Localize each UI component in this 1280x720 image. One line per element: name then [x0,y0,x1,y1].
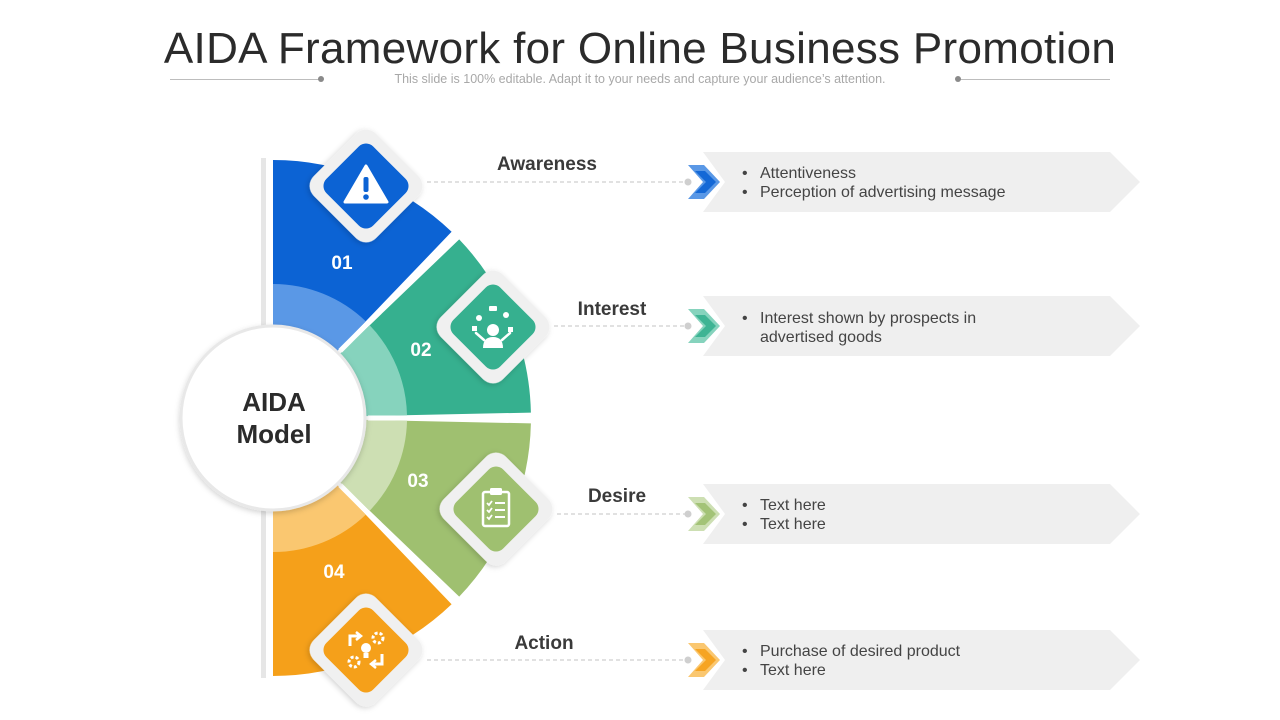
stage-4-number: 04 [323,562,345,583]
title-decor-dot-right [955,76,961,82]
stage-4-connector-dot [684,656,692,664]
segment-separator-3 [338,483,461,606]
stage-4-badge [309,593,423,707]
stage-3-segment-inner [339,419,407,511]
stage-1-badge [309,129,423,243]
stage-4-label: Action [514,633,574,654]
stage-4-bullets: Purchase of desired product Text here [742,642,960,680]
stage-2-chevron-inner [695,315,716,337]
stage-4-bullet: Purchase of desired product [742,642,960,661]
stage-3-bullets: Text here Text here [742,496,826,534]
stage-2-chevron-outer [688,309,720,343]
stage-1-bullets: Attentiveness Perception of advertising … [742,164,1005,202]
stage-4-segment-inner [273,484,366,552]
stage-1-connector-dot [684,178,692,186]
stage-3-connector-dot [684,510,692,518]
stage-1-bullet: Perception of advertising message [742,183,1005,202]
stage-1-bullet: Attentiveness [742,164,1005,183]
stage-2-bullets: Interest shown by prospects in advertise… [742,309,1002,347]
stage-1-label: Awareness [497,154,597,175]
stage-3-label: Desire [587,486,647,507]
title-decor-line-left [170,79,322,80]
stage-3-chevron-outer [688,497,720,531]
stage-3-badge [439,452,553,566]
warning-icon [343,164,389,204]
page-title: AIDA Framework for Online Business Promo… [163,24,1117,73]
stage-1-segment-inner [273,284,366,352]
process-gears-icon [347,631,385,669]
stage-4-chevron-outer [688,643,720,677]
title-decor-line-right [958,79,1110,80]
stage-4-bullet: Text here [742,661,960,680]
stage-2-label: Interest [577,299,647,320]
center-title-line2: Model [236,419,312,449]
stage-1-number: 01 [331,253,353,274]
stage-3-chevron-inner [695,503,716,525]
center-circle [179,324,367,512]
page-subtitle: This slide is 100% editable. Adapt it to… [394,72,886,86]
stage-3-bullet: Text here [742,515,826,534]
center-title-line1: AIDA [242,387,306,417]
stage-3-number: 03 [407,471,429,492]
clipboard-checklist-icon [481,488,511,528]
stage-2-badge [436,270,550,384]
stage-1-chevron-outer [688,165,720,199]
stage-2-bullet: Interest shown by prospects in advertise… [742,309,1002,347]
center-title: AIDA Model [186,330,362,506]
stage-2-segment-inner [339,325,407,417]
stage-1-chevron-inner [695,171,716,193]
title-decor-dot-left [318,76,324,82]
stage-4-chevron-inner [695,649,716,671]
juggling-person-icon [472,306,513,348]
segment-separator-1 [338,230,461,353]
stage-3-bullet: Text here [742,496,826,515]
stage-2-number: 02 [410,340,432,361]
stage-2-connector-dot [684,322,692,330]
